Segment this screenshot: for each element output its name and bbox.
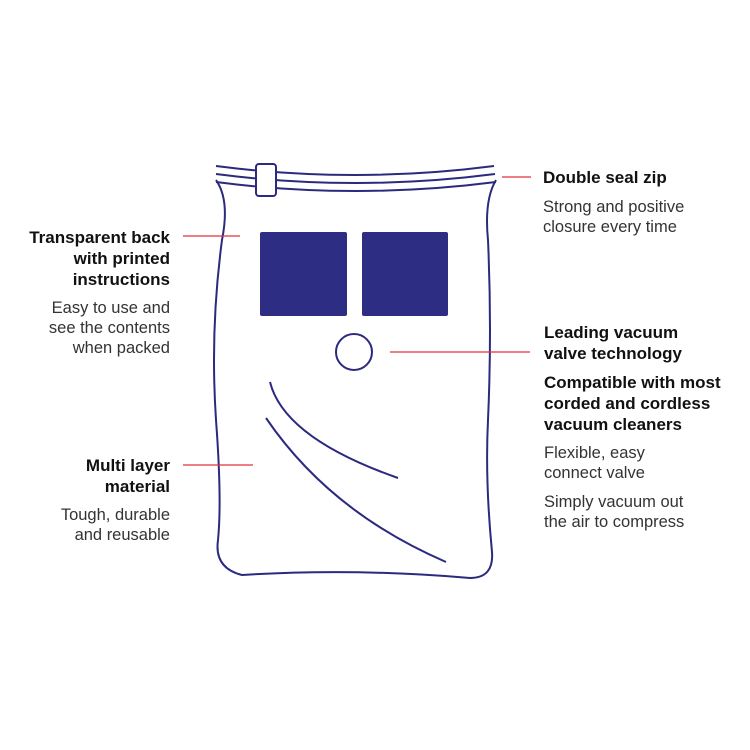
compat-desc1-1: Flexible, easy	[544, 444, 645, 462]
compat-title-2: corded and cordless	[544, 394, 711, 413]
zip-line-3	[215, 181, 497, 192]
back-title-3: instructions	[72, 270, 170, 289]
back-desc-3: when packed	[72, 339, 170, 357]
material-curve-2	[265, 417, 447, 563]
valve-title-2: valve technology	[544, 344, 682, 363]
zip-line-1	[215, 165, 495, 176]
compat-desc2-1: Simply vacuum out	[544, 493, 684, 511]
valve-label: Leading vacuum valve technology	[544, 322, 682, 364]
zip-label: Double seal zip Strong and positive clos…	[543, 167, 684, 237]
layer-title-1: Multi layer	[85, 456, 170, 475]
material-curve-1	[269, 381, 399, 479]
back-title-1: Transparent back	[29, 228, 170, 247]
back-label: Transparent back with printed instructio…	[29, 227, 170, 358]
zip-desc-2: closure every time	[543, 218, 677, 236]
back-desc-1: Easy to use and	[51, 299, 170, 317]
layer-title-2: material	[104, 477, 170, 496]
valve-title-1: Leading vacuum	[544, 323, 679, 342]
zip-desc-1: Strong and positive	[543, 198, 685, 216]
compat-label: Compatible with most corded and cordless…	[544, 372, 721, 532]
zip-line-2	[215, 173, 496, 184]
layer-label: Multi layer material Tough, durable and …	[61, 455, 170, 545]
compat-title-3: vacuum cleaners	[544, 415, 682, 434]
back-title-2: with printed	[73, 249, 170, 268]
zip-slider	[255, 163, 277, 197]
back-desc-2: see the contents	[48, 319, 170, 337]
zip-title-1: Double seal zip	[543, 168, 667, 187]
compat-desc1-2: connect valve	[544, 464, 645, 482]
instruction-panel-left	[260, 232, 347, 316]
compat-title-1: Compatible with most	[544, 373, 721, 392]
layer-desc-1: Tough, durable	[60, 506, 170, 524]
valve-circle	[335, 333, 373, 371]
instruction-panel-right	[362, 232, 448, 316]
layer-desc-2: and reusable	[74, 526, 170, 544]
bag-outline	[213, 179, 497, 580]
compat-desc2-2: the air to compress	[544, 513, 685, 531]
